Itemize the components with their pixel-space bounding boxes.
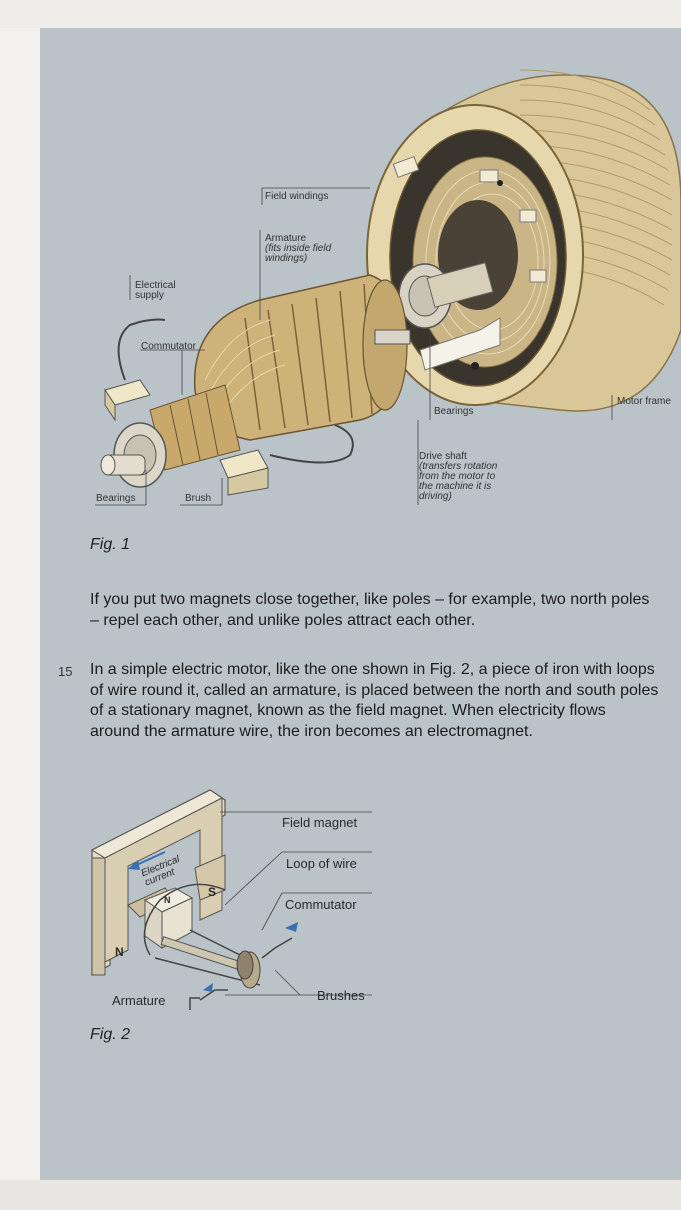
label-north-pole: N — [115, 945, 124, 959]
label-armature-n: N — [164, 895, 171, 905]
label-field-magnet: Field magnet — [282, 815, 358, 830]
label-armature: Armature — [265, 233, 307, 244]
label-electrical-supply-2: supply — [135, 290, 164, 301]
simple-motor-diagram — [90, 789, 372, 1010]
label-loop-of-wire: Loop of wire — [286, 856, 357, 871]
figure-2-caption: Fig. 2 — [90, 1026, 131, 1043]
motor-illustration — [95, 69, 681, 506]
brush-drawing — [104, 379, 269, 496]
label-south-pole: S — [208, 885, 217, 899]
label-drive-shaft-note-3: the machine it is — [419, 481, 492, 492]
label-commutator: Commutator — [141, 341, 197, 352]
page-bottom-margin — [0, 1180, 681, 1210]
motor-frame-drawing — [366, 69, 681, 412]
paragraph-number: 15 — [58, 664, 73, 679]
commutator-2-drawing — [236, 950, 261, 989]
label-armature-note-1: (fits inside field — [265, 243, 332, 254]
paragraph-magnets: If you put two magnets close together, l… — [90, 591, 650, 629]
label-drive-shaft-note-4: driving) — [419, 491, 452, 502]
label-drive-shaft-note-2: from the motor to — [419, 471, 496, 482]
armature-drawing — [193, 274, 411, 441]
label-bearings-left: Bearings — [96, 493, 136, 504]
page-top-margin — [0, 0, 681, 28]
label-commutator-2: Commutator — [285, 897, 357, 912]
label-drive-shaft-note-1: (transfers rotation — [419, 461, 498, 472]
label-brush: Brush — [185, 493, 212, 504]
label-armature-note-2: windings) — [265, 253, 308, 264]
figure-1-caption: Fig. 1 — [90, 536, 131, 553]
armature-block-drawing — [143, 887, 194, 949]
drive-shaft-drawing — [398, 262, 501, 371]
brushes-drawing — [189, 937, 293, 1010]
label-bearings-right: Bearings — [434, 406, 474, 417]
label-brushes: Brushes — [317, 988, 365, 1003]
paragraph-electric-motor: In a simple electric motor, like the one… — [90, 661, 659, 740]
label-field-windings: Field windings — [265, 191, 329, 202]
label-electrical-supply-1: Electrical — [135, 280, 176, 291]
label-motor-frame: Motor frame — [617, 396, 671, 407]
label-armature-2: Armature — [112, 993, 166, 1008]
commutator-drawing — [100, 384, 241, 488]
label-drive-shaft: Drive shaft — [419, 451, 467, 462]
